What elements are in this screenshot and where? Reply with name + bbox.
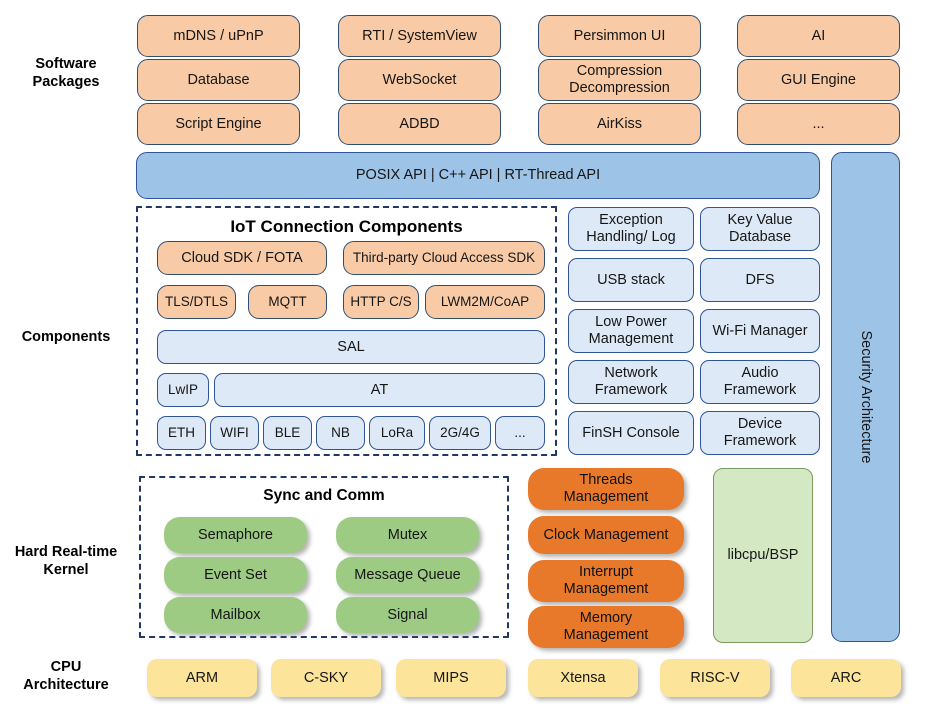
software-package-websocket[interactable]: WebSocket — [338, 59, 501, 101]
device-fw-line1: Device — [737, 416, 783, 433]
component-usb-stack[interactable]: USB stack — [568, 258, 694, 302]
cpu-c-sky[interactable]: C-SKY — [271, 659, 381, 697]
software-package-persimmon-ui[interactable]: Persimmon UI — [538, 15, 701, 57]
security-architecture-column[interactable]: Security Architecture — [831, 152, 900, 642]
software-packages-label-line2: Packages — [32, 74, 100, 90]
iot-wifi[interactable]: WIFI — [210, 416, 259, 450]
iot-at[interactable]: AT — [214, 373, 545, 407]
software-package-mdns-upnp[interactable]: mDNS / uPnP — [137, 15, 300, 57]
software-package-compression-decompression[interactable]: Compression Decompression — [538, 59, 701, 101]
iot-link-more[interactable]: ... — [495, 416, 545, 450]
interrupt-mgmt-line1: Interrupt — [578, 564, 633, 581]
iot-eth[interactable]: ETH — [157, 416, 206, 450]
kernel-mutex[interactable]: Mutex — [336, 517, 479, 553]
exception-line2: Handling/ Log — [586, 229, 676, 245]
cpu-arc[interactable]: ARC — [791, 659, 901, 697]
posix-api-bar[interactable]: POSIX API | C++ API | RT-Thread API — [136, 152, 820, 199]
component-exception-handling-log[interactable]: Exception Handling/ Log — [568, 207, 694, 251]
component-network-framework[interactable]: Network Framework — [568, 360, 694, 404]
software-package-adbd[interactable]: ADBD — [338, 103, 501, 145]
software-package-gui-engine[interactable]: GUI Engine — [737, 59, 900, 101]
low-power-line1: Low Power — [595, 314, 667, 331]
kernel-clock-management[interactable]: Clock Management — [528, 516, 684, 554]
cpu-mips[interactable]: MIPS — [396, 659, 506, 697]
compression-line1: Compression — [576, 63, 663, 80]
iot-lwm2m-coap[interactable]: LWM2M/CoAP — [425, 285, 545, 319]
sync-and-comm-group: Sync and Comm — [139, 476, 509, 638]
iot-lora[interactable]: LoRa — [369, 416, 425, 450]
network-fw-line2: Framework — [594, 382, 668, 398]
audio-fw-line1: Audio — [741, 365, 779, 382]
software-package-script-engine[interactable]: Script Engine — [137, 103, 300, 145]
kernel-threads-management[interactable]: Threads Management — [528, 468, 684, 510]
iot-sal[interactable]: SAL — [157, 330, 545, 364]
kernel-message-queue[interactable]: Message Queue — [336, 557, 479, 593]
sync-and-comm-title: Sync and Comm — [263, 487, 385, 504]
cpu-label-line2: Architecture — [23, 677, 109, 693]
software-package-ai[interactable]: AI — [737, 15, 900, 57]
network-fw-line1: Network — [604, 365, 658, 382]
iot-lwip[interactable]: LwIP — [157, 373, 209, 407]
memory-mgmt-line1: Memory — [579, 610, 633, 627]
component-key-value-database[interactable]: Key Value Database — [700, 207, 820, 251]
iot-connection-components-group: IoT Connection Components — [136, 206, 557, 456]
libcpu-bsp[interactable]: libcpu/BSP — [713, 468, 813, 643]
component-device-framework[interactable]: Device Framework — [700, 411, 820, 455]
row-label-cpu-architecture: CPU Architecture — [0, 655, 132, 699]
kvdb-line1: Key Value — [727, 212, 793, 229]
iot-2g-4g[interactable]: 2G/4G — [429, 416, 491, 450]
kernel-label-line1: Hard Real-time — [14, 544, 118, 561]
software-package-more[interactable]: ... — [737, 103, 900, 145]
device-fw-line2: Framework — [723, 433, 797, 449]
row-label-components: Components — [21, 329, 111, 346]
component-low-power-management[interactable]: Low Power Management — [568, 309, 694, 353]
cpu-xtensa[interactable]: Xtensa — [528, 659, 638, 697]
iot-cloud-sdk-fota[interactable]: Cloud SDK / FOTA — [157, 241, 327, 275]
iot-http-cs[interactable]: HTTP C/S — [343, 285, 419, 319]
software-package-rti-systemview[interactable]: RTI / SystemView — [338, 15, 501, 57]
iot-nb[interactable]: NB — [316, 416, 365, 450]
cpu-label-line1: CPU — [50, 659, 82, 676]
row-label-kernel: Hard Real-time Kernel — [0, 540, 132, 584]
iot-connection-components-title: IoT Connection Components — [230, 217, 463, 236]
software-packages-label-line1: Software — [35, 56, 97, 73]
component-wifi-manager[interactable]: Wi-Fi Manager — [700, 309, 820, 353]
row-label-software-packages: Software Packages — [0, 52, 132, 96]
iot-ble[interactable]: BLE — [263, 416, 312, 450]
exception-line1: Exception — [599, 212, 663, 229]
component-dfs[interactable]: DFS — [700, 258, 820, 302]
kernel-mailbox[interactable]: Mailbox — [164, 597, 307, 633]
software-package-database[interactable]: Database — [137, 59, 300, 101]
low-power-line2: Management — [588, 331, 674, 347]
kvdb-line2: Database — [728, 229, 792, 245]
kernel-memory-management[interactable]: Memory Management — [528, 606, 684, 648]
iot-tls-dtls[interactable]: TLS/DTLS — [157, 285, 236, 319]
component-finsh-console[interactable]: FinSH Console — [568, 411, 694, 455]
component-audio-framework[interactable]: Audio Framework — [700, 360, 820, 404]
software-package-airkiss[interactable]: AirKiss — [538, 103, 701, 145]
kernel-interrupt-management[interactable]: Interrupt Management — [528, 560, 684, 602]
kernel-signal[interactable]: Signal — [336, 597, 479, 633]
audio-fw-line2: Framework — [723, 382, 797, 398]
threads-mgmt-line1: Threads — [579, 472, 633, 489]
compression-line2: Decompression — [569, 80, 670, 96]
kernel-event-set[interactable]: Event Set — [164, 557, 307, 593]
cpu-arm[interactable]: ARM — [147, 659, 257, 697]
kernel-semaphore[interactable]: Semaphore — [164, 517, 307, 553]
kernel-label-line2: Kernel — [43, 562, 89, 578]
iot-third-party-cloud-access-sdk[interactable]: Third-party Cloud Access SDK — [343, 241, 545, 275]
interrupt-mgmt-line2: Management — [563, 581, 649, 597]
memory-mgmt-line2: Management — [563, 627, 649, 643]
iot-mqtt[interactable]: MQTT — [248, 285, 327, 319]
security-architecture-label: Security Architecture — [857, 330, 874, 464]
threads-mgmt-line2: Management — [563, 489, 649, 505]
cpu-risc-v[interactable]: RISC-V — [660, 659, 770, 697]
